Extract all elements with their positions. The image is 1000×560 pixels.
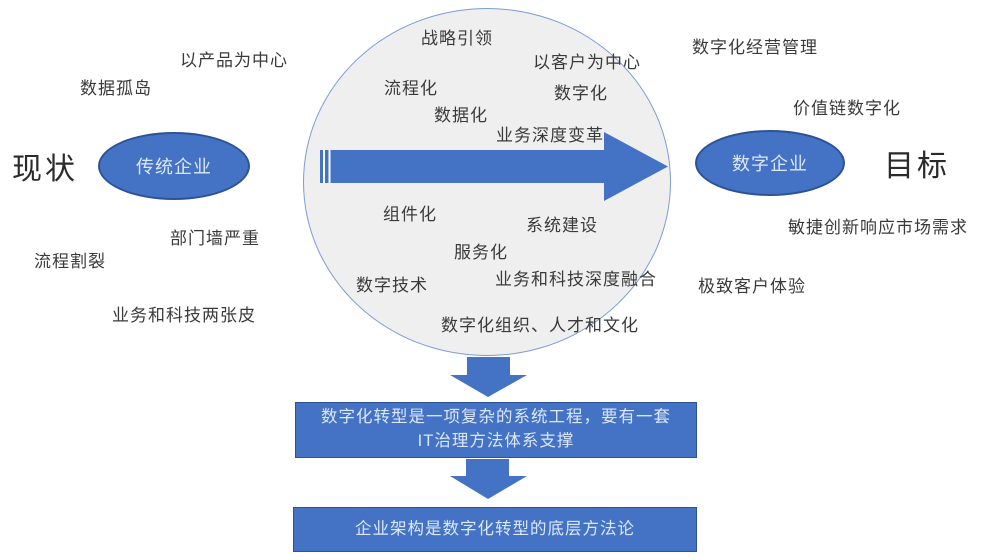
issue-fragmented-processes: 流程割裂 bbox=[34, 252, 106, 271]
benefit-ultimate-customer-experience: 极致客户体验 bbox=[698, 277, 806, 296]
circle-label-processization: 流程化 bbox=[384, 79, 438, 98]
circle-label-customer-centric: 以客户为中心 bbox=[533, 53, 641, 72]
it-governance-banner: 数字化转型是一项复杂的系统工程，要有一套 IT治理方法体系支撑 bbox=[295, 402, 697, 458]
circle-label-strategy-led: 战略引领 bbox=[421, 29, 493, 48]
down-arrow-1 bbox=[450, 357, 527, 397]
goal-title: 目标 bbox=[884, 150, 950, 183]
benefit-agile-innovation: 敏捷创新响应市场需求 bbox=[788, 218, 968, 237]
circle-label-componentization: 组件化 bbox=[383, 205, 437, 224]
traditional-enterprise-ellipse: 传统企业 bbox=[98, 132, 250, 200]
circle-label-digital-technology: 数字技术 bbox=[356, 276, 428, 295]
circle-label-deep-business-change: 业务深度变革 bbox=[496, 126, 604, 145]
issue-department-walls: 部门墙严重 bbox=[170, 229, 260, 248]
circle-label-datafication: 数据化 bbox=[434, 106, 488, 125]
circle-label-digitalization: 数字化 bbox=[554, 84, 608, 103]
benefit-value-chain-digitalization: 价值链数字化 bbox=[793, 99, 901, 118]
benefit-digital-operations: 数字化经营管理 bbox=[692, 38, 818, 57]
circle-label-servitization: 服务化 bbox=[454, 243, 508, 262]
enterprise-architecture-banner: 企业架构是数字化转型的底层方法论 bbox=[293, 507, 697, 552]
current-state-title: 现状 bbox=[12, 153, 78, 186]
issue-business-tech-gap: 业务和科技两张皮 bbox=[112, 306, 256, 325]
circle-label-business-tech-fusion: 业务和科技深度融合 bbox=[495, 270, 657, 289]
issue-product-centric: 以产品为中心 bbox=[180, 51, 288, 70]
digital-enterprise-ellipse: 数字企业 bbox=[695, 130, 845, 196]
issue-data-silos: 数据孤岛 bbox=[80, 79, 152, 98]
circle-label-digital-org-talent-culture: 数字化组织、人才和文化 bbox=[441, 316, 639, 335]
down-arrow-2 bbox=[450, 459, 527, 499]
big-right-arrow bbox=[320, 132, 668, 201]
circle-label-system-construction: 系统建设 bbox=[526, 216, 598, 235]
